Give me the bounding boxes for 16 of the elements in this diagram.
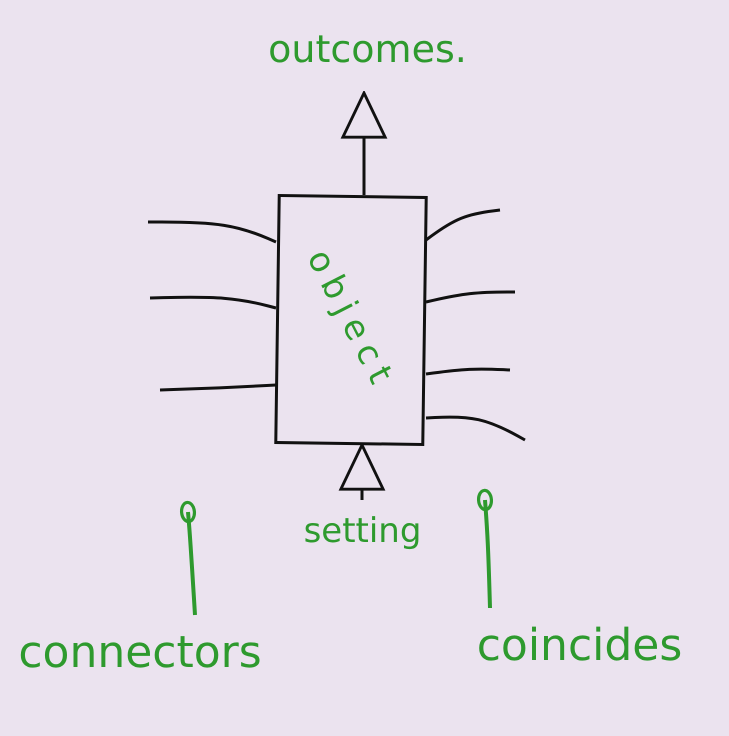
connector-line: [426, 290, 515, 304]
connector-line: [160, 384, 276, 392]
handwritten-label: outcomes.: [268, 27, 467, 71]
object-box: [274, 194, 428, 446]
leader-line: [180, 500, 197, 616]
connector-line: [425, 208, 500, 242]
connector-line: [148, 220, 277, 244]
connector-line: [426, 416, 526, 442]
handwritten-label: connectors: [18, 627, 262, 678]
connector-line: [150, 296, 276, 310]
connector-line: [426, 368, 510, 376]
leader-line: [476, 488, 494, 608]
hollow-arrow: [339, 444, 385, 500]
hollow-arrow: [341, 92, 387, 195]
handwritten-label: setting: [304, 511, 422, 551]
handwritten-label: coincides: [476, 620, 682, 671]
